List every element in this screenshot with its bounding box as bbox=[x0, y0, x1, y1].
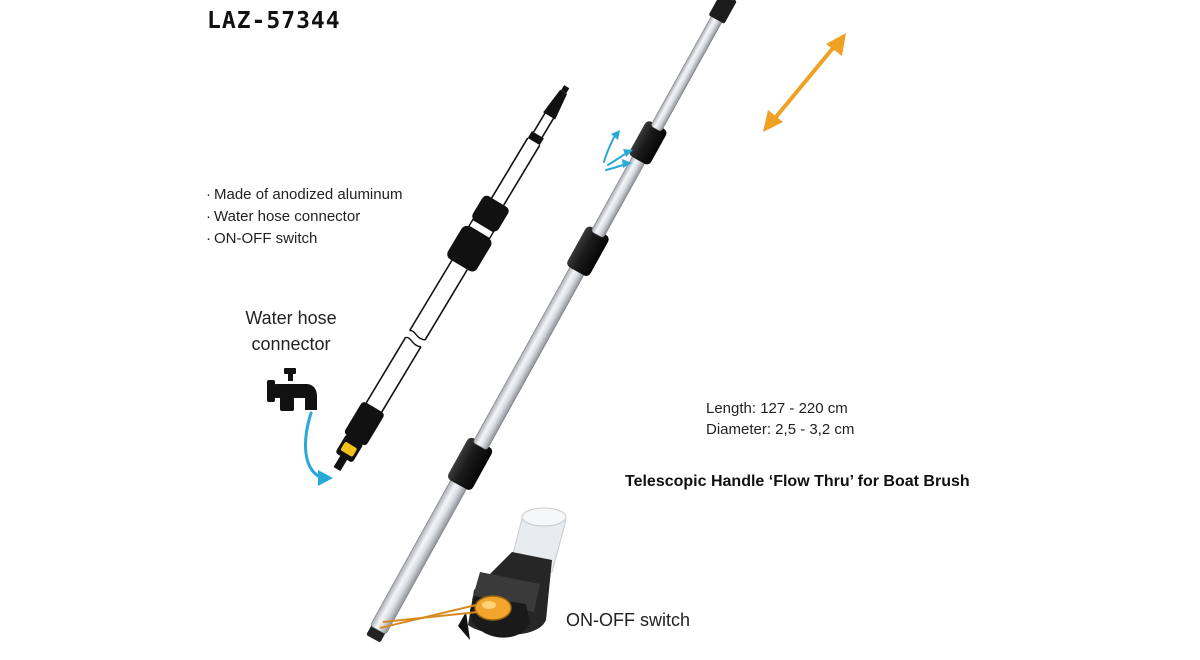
feature-item: ·Made of anodized aluminum bbox=[206, 184, 402, 206]
drawing-spray-nozzle bbox=[543, 89, 568, 120]
handle-line-drawing bbox=[333, 85, 570, 472]
telescopic-pole-photo bbox=[366, 0, 738, 642]
water-spray-icon bbox=[603, 130, 633, 171]
pole-lower-grip bbox=[448, 437, 493, 490]
pole-middle-grip bbox=[567, 226, 609, 276]
switch-pointer bbox=[379, 604, 479, 629]
product-code: LAZ-57344 bbox=[207, 8, 341, 34]
specs-block: Length: 127 - 220 cm Diameter: 2,5 - 3,2… bbox=[706, 398, 854, 440]
drawing-switch bbox=[341, 442, 357, 457]
feature-bullet: · bbox=[206, 186, 211, 203]
switch-closeup bbox=[458, 507, 567, 640]
feature-item: ·ON-OFF switch bbox=[206, 228, 402, 250]
pole-top-fitting bbox=[709, 0, 737, 24]
drawing-middle-grip bbox=[447, 225, 492, 272]
diameter-spec: Diameter: 2,5 - 3,2 cm bbox=[706, 421, 855, 438]
pole-top-tube bbox=[651, 14, 723, 131]
length-spec: Length: 127 - 220 cm bbox=[706, 400, 848, 417]
feature-text: Made of anodized aluminum bbox=[214, 186, 403, 203]
curved-arrow-icon bbox=[304, 411, 333, 486]
hose-connector-label: Water hose connector bbox=[245, 308, 337, 354]
switch-label: ON-OFF switch bbox=[566, 610, 690, 630]
pole-upper-grip bbox=[629, 121, 667, 165]
pole-upper-tube bbox=[591, 148, 649, 238]
drawing-lower-grip bbox=[344, 402, 384, 446]
feature-bullet: · bbox=[206, 208, 211, 225]
product-name: Telescopic Handle ‘Flow Thru’ for Boat B… bbox=[625, 473, 970, 490]
double-arrow-icon bbox=[763, 33, 846, 132]
pole-middle-tube bbox=[473, 257, 589, 450]
feature-list: ·Made of anodized aluminum ·Water hose c… bbox=[206, 184, 402, 250]
feature-text: ON-OFF switch bbox=[214, 230, 318, 247]
feature-item: ·Water hose connector bbox=[206, 206, 402, 228]
drawing-hose-nozzle bbox=[333, 454, 348, 472]
feature-bullet: · bbox=[206, 230, 211, 247]
feature-text: Water hose connector bbox=[214, 208, 361, 225]
faucet-icon bbox=[267, 368, 317, 411]
